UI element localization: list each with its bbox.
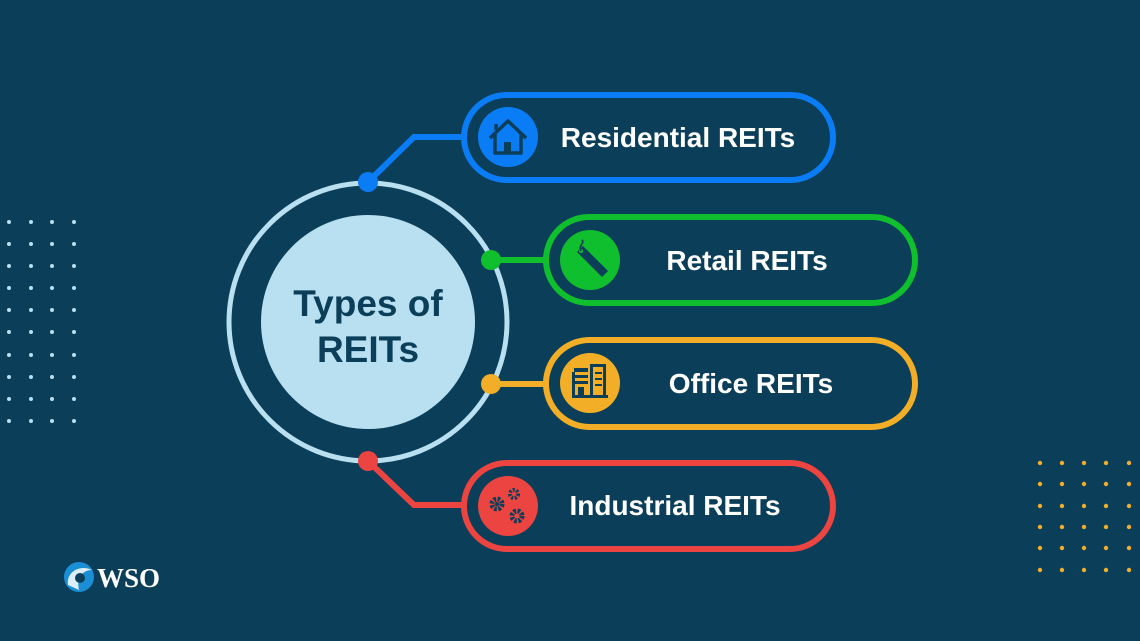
- decorative-dots-left: [7, 220, 76, 423]
- connector-industrial: [365, 458, 462, 508]
- decorative-dot: [1103, 481, 1109, 487]
- decorative-dot: [50, 308, 54, 312]
- decorative-dot: [72, 375, 76, 379]
- decorative-dot: [1037, 460, 1043, 466]
- decorative-dot: [1037, 503, 1043, 509]
- decorative-dot: [29, 419, 33, 423]
- decorative-dot: [7, 220, 11, 224]
- decorative-dot: [1081, 567, 1087, 573]
- item-label-office: Office REITs: [669, 368, 833, 399]
- decorative-dot: [7, 242, 11, 246]
- decorative-dot: [1037, 481, 1043, 487]
- decorative-dot: [72, 242, 76, 246]
- decorative-dot: [72, 397, 76, 401]
- decorative-dot: [29, 308, 33, 312]
- decorative-dot: [1103, 545, 1109, 551]
- connector-dot-residential: [358, 172, 378, 192]
- decorative-dot: [29, 375, 33, 379]
- decorative-dot: [1081, 460, 1087, 466]
- center-circle: [261, 215, 475, 429]
- decorative-dot: [1059, 567, 1065, 573]
- decorative-dot: [50, 419, 54, 423]
- decorative-dot: [1126, 503, 1132, 509]
- item-label-retail: Retail REITs: [666, 245, 827, 276]
- decorative-dot: [72, 264, 76, 268]
- decorative-dot: [7, 330, 11, 334]
- item-residential: Residential REITs: [461, 92, 836, 183]
- decorative-dot: [72, 330, 76, 334]
- decorative-dot: [1126, 524, 1132, 530]
- decorative-dot: [72, 220, 76, 224]
- price-tag-icon: [577, 239, 608, 277]
- decorative-dot: [7, 375, 11, 379]
- decorative-dot: [7, 419, 11, 423]
- decorative-dot: [29, 397, 33, 401]
- gears-icon: [489, 488, 525, 524]
- decorative-dot: [72, 308, 76, 312]
- decorative-dot: [1126, 545, 1132, 551]
- decorative-dot: [29, 353, 33, 357]
- item-office: Office REITs: [543, 337, 918, 430]
- decorative-dot: [50, 242, 54, 246]
- center-title-line2: REITs: [317, 329, 419, 370]
- decorative-dot: [1103, 460, 1109, 466]
- decorative-dot: [1103, 567, 1109, 573]
- decorative-dot: [1059, 524, 1065, 530]
- decorative-dot: [29, 264, 33, 268]
- decorative-dot: [50, 397, 54, 401]
- decorative-dot: [1059, 545, 1065, 551]
- decorative-dot: [1103, 524, 1109, 530]
- decorative-dot: [1081, 481, 1087, 487]
- decorative-dot: [1126, 460, 1132, 466]
- wso-logo: WSO: [64, 562, 160, 593]
- decorative-dot: [1059, 503, 1065, 509]
- decorative-dot: [7, 397, 11, 401]
- decorative-dot: [29, 330, 33, 334]
- decorative-dot: [72, 286, 76, 290]
- item-label-industrial: Industrial REITs: [569, 490, 780, 521]
- decorative-dot: [50, 330, 54, 334]
- decorative-dot: [72, 353, 76, 357]
- connector-residential: [365, 134, 462, 185]
- decorative-dot: [7, 264, 11, 268]
- connector-dot-industrial: [358, 451, 378, 471]
- item-retail: Retail REITs: [543, 214, 918, 306]
- decorative-dots-right: [1037, 460, 1132, 573]
- item-label-residential: Residential REITs: [561, 122, 795, 153]
- connector-dot-office: [481, 374, 501, 394]
- decorative-dot: [1059, 460, 1065, 466]
- decorative-dot: [1103, 503, 1109, 509]
- decorative-dot: [29, 286, 33, 290]
- logo-text: WSO: [97, 563, 160, 593]
- decorative-dot: [50, 220, 54, 224]
- decorative-dot: [29, 220, 33, 224]
- decorative-dot: [7, 353, 11, 357]
- house-icon: [488, 119, 528, 155]
- decorative-dot: [1126, 481, 1132, 487]
- decorative-dot: [50, 353, 54, 357]
- center-title-line1: Types of: [293, 283, 443, 324]
- decorative-dot: [1081, 503, 1087, 509]
- decorative-dot: [1037, 567, 1043, 573]
- decorative-dot: [1037, 524, 1043, 530]
- decorative-dot: [29, 242, 33, 246]
- decorative-dot: [1037, 545, 1043, 551]
- decorative-dot: [7, 308, 11, 312]
- decorative-dot: [50, 264, 54, 268]
- item-industrial: Industrial REITs: [461, 460, 836, 552]
- office-building-icon: [572, 364, 608, 398]
- decorative-dot: [1059, 481, 1065, 487]
- decorative-dot: [50, 286, 54, 290]
- connector-dot-retail: [481, 250, 501, 270]
- decorative-dot: [50, 375, 54, 379]
- decorative-dot: [1126, 567, 1132, 573]
- decorative-dot: [72, 419, 76, 423]
- decorative-dot: [1081, 524, 1087, 530]
- decorative-dot: [7, 286, 11, 290]
- decorative-dot: [1081, 545, 1087, 551]
